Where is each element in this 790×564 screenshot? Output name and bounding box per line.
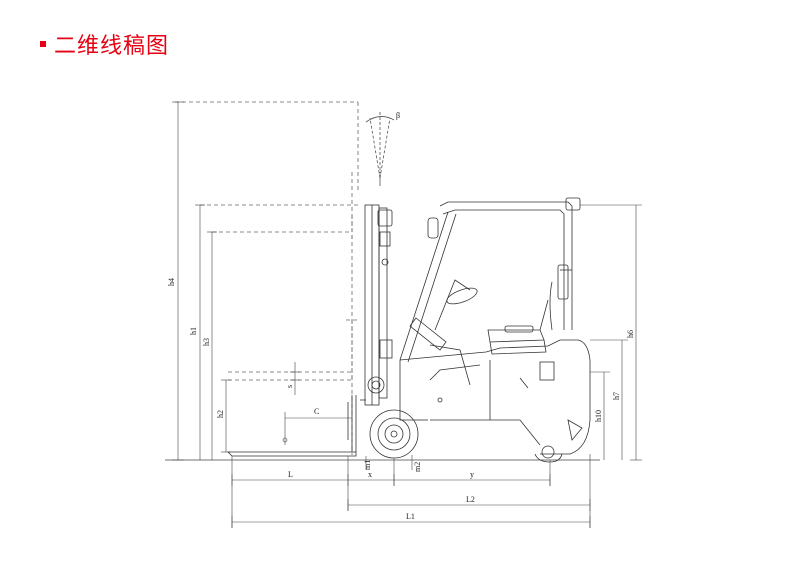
label-l1: L1: [406, 512, 415, 521]
label-h2: h2: [216, 410, 225, 418]
mast: [360, 204, 393, 406]
left-dimensions: [172, 101, 352, 461]
label-h1: h1: [189, 327, 198, 335]
bullet-icon: [40, 41, 46, 47]
label-m2: m2: [413, 462, 422, 472]
right-dimensions: [580, 204, 642, 461]
label-h6: h6: [626, 330, 635, 338]
label-h4: h4: [167, 278, 176, 286]
tilt-angle-marker: [365, 112, 395, 186]
operator-seat: [487, 299, 549, 355]
label-m1: m1: [363, 460, 372, 470]
forks: [227, 395, 357, 457]
front-wheel: [369, 409, 419, 459]
label-h7: h7: [612, 392, 621, 400]
label-l: L: [288, 470, 293, 479]
bottom-dimensions: [231, 454, 591, 528]
label-beta: β: [396, 111, 400, 120]
page-title: 二维线稿图: [54, 34, 170, 59]
section-header: 二维线稿图: [40, 28, 169, 60]
label-h3: h3: [202, 338, 211, 346]
label-x: x: [368, 470, 372, 479]
label-c: C: [314, 407, 319, 416]
label-s: s: [285, 385, 294, 388]
dimension-labels: β h4 h1 h3 h2 s C L x m1 m2 y L2 L1 h6 h…: [167, 111, 635, 521]
label-l2: L2: [466, 495, 475, 504]
truck-body: [399, 339, 591, 455]
steering-wheel: [409, 279, 478, 386]
label-h10: h10: [594, 410, 603, 422]
label-y: y: [470, 470, 474, 479]
overhead-guard: [399, 197, 581, 363]
